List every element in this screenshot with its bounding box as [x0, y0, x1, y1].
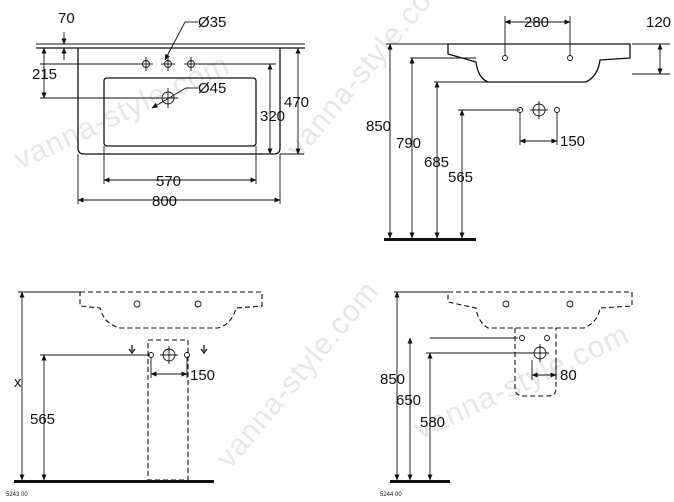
leader-d45	[151, 87, 187, 109]
leader-d35	[164, 21, 186, 61]
front-view-bottom: 150 x 565 5243 00	[6, 291, 263, 498]
dim-80: 80	[560, 367, 577, 384]
basin-outline	[77, 48, 281, 155]
code-right: 5244 00	[380, 492, 402, 498]
tap-hole-right	[184, 57, 198, 71]
side-view-top: 280 120 850 790 685 565 150	[366, 14, 671, 241]
side-view-bottom: 80 850 650 580 5244 00	[380, 291, 633, 498]
dim-150-top: 150	[560, 133, 585, 150]
dim-x: x	[14, 374, 22, 391]
code-left: 5243 00	[6, 492, 28, 498]
floor-top	[384, 238, 476, 241]
tap-mark-right	[567, 55, 573, 61]
watermark-2: vanna-style.com	[280, 0, 455, 164]
dim-800: 800	[152, 193, 177, 210]
watermark-group: vanna-style.com vanna-style.com vanna-st…	[9, 0, 635, 474]
dim-280: 280	[524, 14, 549, 31]
dim-580: 580	[420, 414, 445, 431]
dim-35: Ø35	[198, 14, 226, 31]
dim-650: 650	[396, 392, 421, 409]
dim-565-top: 565	[448, 169, 473, 186]
floor-bottom-left	[14, 480, 214, 483]
siphon-cover-side	[514, 328, 557, 397]
dim-570: 570	[156, 173, 181, 190]
dim-850-bottom: 850	[380, 371, 405, 388]
drain-fitting-side	[519, 335, 550, 362]
dim-470: 470	[284, 94, 309, 111]
drain-fitting-bottom	[148, 346, 190, 364]
dim-850-top: 850	[366, 118, 391, 135]
dim-45: Ø45	[198, 80, 226, 97]
dim-685: 685	[424, 154, 449, 171]
drain-fitting-top	[517, 101, 560, 119]
drain-hole	[158, 88, 178, 108]
watermark-3: vanna-style.com	[210, 274, 385, 474]
dim-320: 320	[260, 108, 285, 125]
tap-hole-center	[161, 57, 175, 71]
plan-view: Ø35 Ø45 70 215 320 470 570 800	[32, 10, 309, 210]
tap-mark-left	[502, 55, 508, 61]
bowl	[103, 77, 257, 147]
dim-150-bottom: 150	[190, 367, 215, 384]
dim-565-bottom: 565	[30, 411, 55, 428]
dim-120: 120	[646, 14, 671, 31]
floor-bottom-right	[390, 480, 450, 483]
basin-dashed-outline	[79, 291, 263, 329]
basin-profile	[447, 43, 631, 83]
tap-hole-left	[139, 57, 153, 71]
dim-790: 790	[396, 135, 421, 152]
dim-215: 215	[32, 66, 57, 83]
basin-dashed-profile	[447, 291, 633, 329]
dim-70: 70	[58, 10, 75, 27]
